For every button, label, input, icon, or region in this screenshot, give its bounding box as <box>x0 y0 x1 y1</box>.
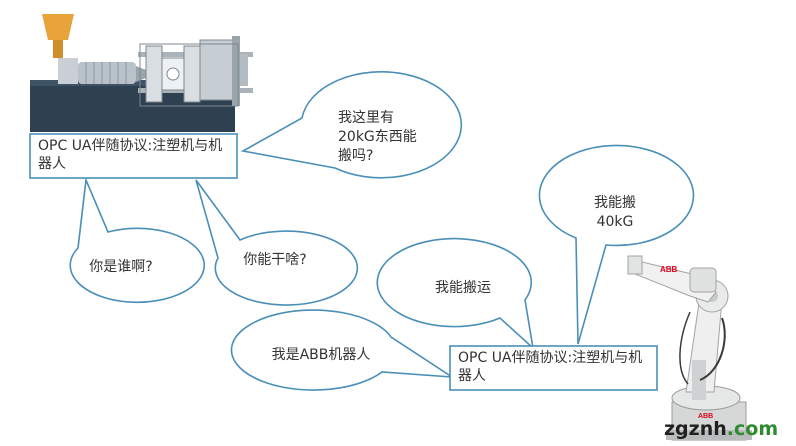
bubble-robot-capacity-text: 我能搬 40kG <box>594 195 636 230</box>
injection-molding-machine-illustration <box>30 14 253 132</box>
bubble-robot-intro-text: 我是ABB机器人 <box>271 347 371 363</box>
bubble-who-are-you-shape <box>69 176 206 304</box>
bubble-machine-question-shape <box>240 71 463 179</box>
protocol-box-top-frame <box>29 133 238 179</box>
bubble-robot-can-carry-text: 我能搬运 <box>435 280 491 296</box>
bubble-robot-intro-shape <box>230 309 456 391</box>
protocol-box-bottom-label: OPC UA伴随协议:注塑机与机器人 <box>458 350 643 384</box>
bubble-machine-question-text: 我这里有 20kG东西能 搬吗? <box>338 110 417 164</box>
speech-bubbles <box>69 71 695 391</box>
bubble-what-can-you-do-shape <box>195 179 359 306</box>
bubble-robot-capacity-shape <box>538 144 695 345</box>
abb-robot-illustration: ABB ABB <box>627 255 752 441</box>
abb-logo: ABB <box>660 265 678 274</box>
protocol-box-top-label: OPC UA伴随协议:注塑机与机器人 <box>38 138 223 172</box>
site-watermark: zgznh.com <box>664 418 778 440</box>
bubble-robot-can-carry-shape <box>376 237 535 351</box>
protocol-box-bottom-frame <box>449 345 658 391</box>
abb-logo-base: ABB <box>698 413 713 420</box>
watermark-suffix: .com <box>726 418 779 440</box>
watermark-domain: zgznh <box>664 418 727 440</box>
bubble-what-can-you-do-text: 你能干啥? <box>243 252 307 268</box>
bubble-who-are-you-text: 你是谁啊? <box>89 259 153 275</box>
